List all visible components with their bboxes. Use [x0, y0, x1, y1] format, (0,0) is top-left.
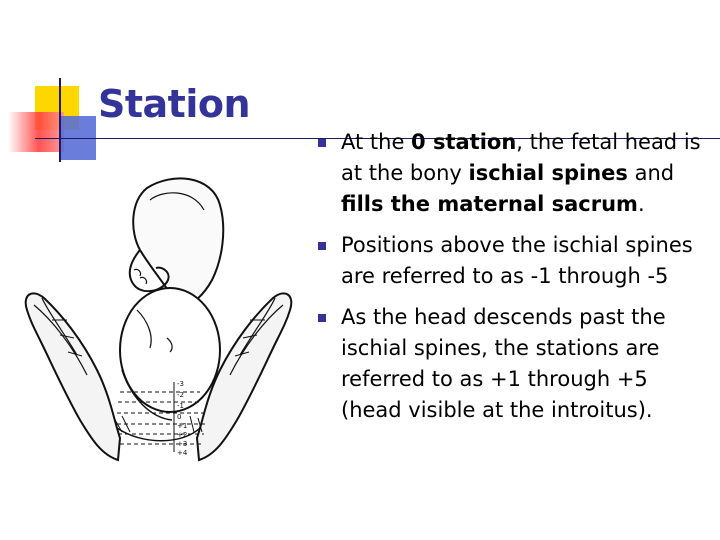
bullet-text: At the: [341, 130, 412, 154]
pelvis-right-wing: [195, 292, 293, 462]
square-bullet-icon: [318, 314, 326, 322]
station-label: +3: [177, 440, 187, 448]
bullet-item: At the 0 station, the fetal head is at t…: [316, 127, 711, 220]
station-label: -3: [177, 380, 184, 388]
station-label: -2: [177, 391, 184, 399]
square-bullet-icon: [318, 242, 326, 250]
bullet-item: As the head descends past the ischial sp…: [316, 302, 711, 426]
fetal-body: [132, 177, 225, 312]
fetal-station-pelvis-illustration: -3 -2 -1 0 +1 +2 +3 +4: [24, 177, 293, 462]
fetal-arm: [128, 249, 170, 293]
pelvis-left-wing: [24, 292, 122, 462]
fetal-head: [119, 287, 221, 413]
station-label: 0: [177, 413, 181, 421]
station-label: +2: [177, 431, 187, 439]
title-underline: [35, 138, 720, 139]
bullet-text: As the head descends past the ischial sp…: [341, 305, 666, 422]
bullet-item: Positions above the ischial spines are r…: [316, 230, 711, 292]
bullet-list: At the 0 station, the fetal head is at t…: [316, 127, 711, 436]
slide-title: Station: [98, 82, 251, 126]
station-label: -1: [177, 402, 184, 410]
bullet-text: and: [627, 161, 675, 185]
square-bullet-icon: [318, 139, 326, 147]
bullet-text-bold: 0 station: [411, 130, 517, 154]
bullet-text: Positions above the ischial spines are r…: [341, 233, 693, 288]
bullet-text: , the fetal head is at the bony: [341, 130, 701, 185]
decor-vertical-line: [59, 78, 61, 162]
bullet-text-bold: ischial spines: [468, 161, 628, 185]
bullet-text: .: [637, 192, 645, 216]
station-label: +4: [177, 449, 188, 457]
station-label: +1: [177, 422, 187, 430]
bullet-text-bold: fills the maternal sacrum: [341, 192, 638, 216]
decor-red-square: [8, 112, 64, 152]
